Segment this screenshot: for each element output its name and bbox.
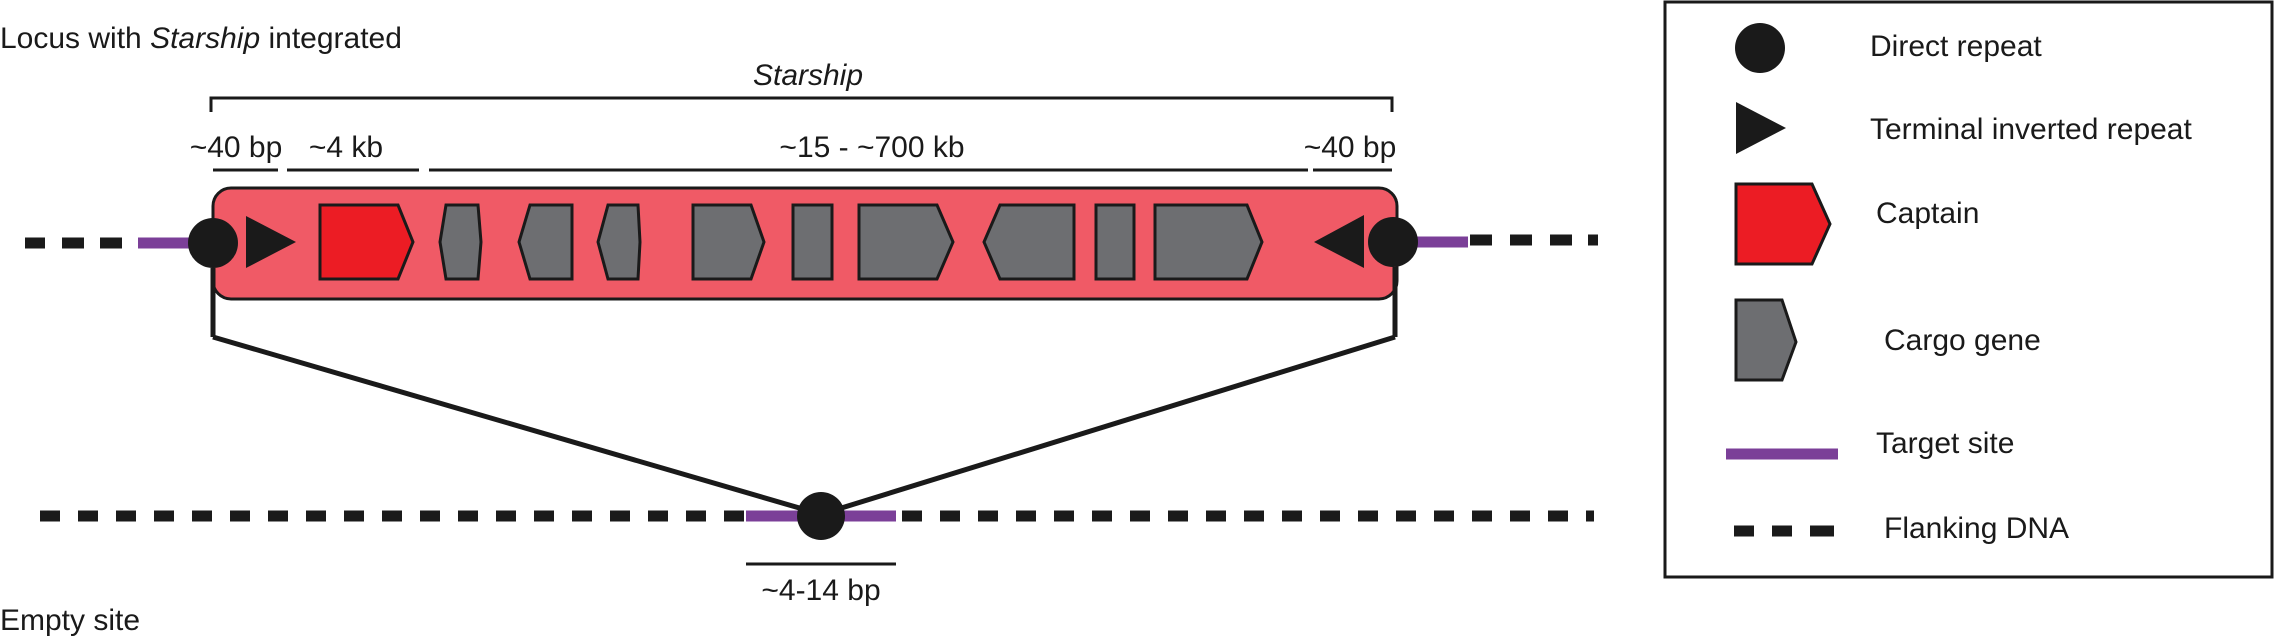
right-terminal-inverted-repeat [1314,215,1364,268]
legend-label-target-site: Target site [1876,427,2014,460]
legend-label-terminal-inverted-repeat: Terminal inverted repeat [1870,113,2192,146]
cargo-gene [982,203,1076,281]
right-direct-repeat [1368,217,1418,267]
left-repeat-size-label: ~40 bp [190,131,283,164]
cargo-gene [857,203,955,281]
cargo-size-label: ~15 - ~700 kb [779,131,964,164]
excision-connectors [210,267,1398,517]
captain-gene-icon [1734,182,1832,266]
cargo-gene [1153,203,1264,281]
right-repeat-size-label: ~40 bp [1304,131,1397,164]
legend: Direct repeat Terminal inverted repeat C… [1663,0,2274,579]
target-size-label: ~4-14 bp [761,574,880,607]
starship-label: Starship [753,59,863,92]
cargo-gene [691,203,766,281]
integrated-locus-title: Locus with Starship integrated [0,22,402,55]
cargo-gene [791,203,834,281]
legend-label-flanking-dna: Flanking DNA [1884,512,2069,545]
empty-site-title: Empty site [0,604,140,637]
legend-frame [1663,0,2274,579]
captain-size-label: ~4 kb [309,131,383,164]
cargo-gene [596,203,642,281]
cargo-gene [1094,203,1136,281]
legend-label-direct-repeat: Direct repeat [1870,30,2042,63]
starship-bracket [209,96,1394,112]
terminal-inverted-repeat-icon [1736,102,1786,154]
left-terminal-inverted-repeat [246,216,296,268]
captain-gene [318,203,415,281]
cargo-genes [438,203,1264,281]
legend-label-captain: Captain [1876,197,1979,230]
integrated-locus-title-italic: Starship [150,22,260,55]
empty-site-direct-repeat [797,492,845,540]
integrated-locus-title-suffix: integrated [260,22,402,55]
cargo-gene [517,203,574,281]
integrated-locus-title-prefix: Locus with [0,22,150,55]
left-direct-repeat [188,218,238,268]
cargo-gene [438,203,483,281]
direct-repeat-icon [1735,23,1785,73]
cargo-gene-icon [1734,298,1798,382]
legend-label-cargo-gene: Cargo gene [1884,324,2041,357]
